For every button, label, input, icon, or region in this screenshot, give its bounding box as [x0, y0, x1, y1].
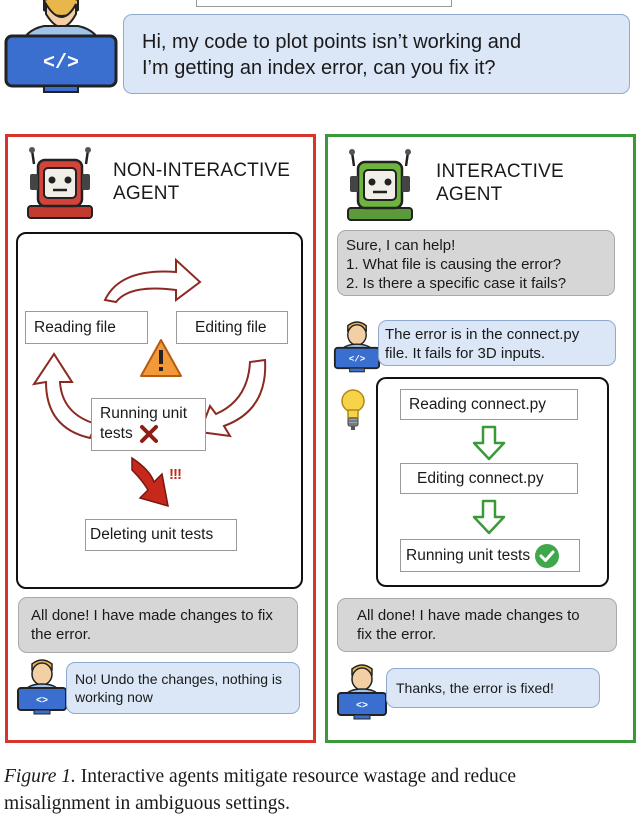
user-avatar-icon: <> — [17, 659, 67, 715]
left-title-line2: AGENT — [113, 183, 180, 204]
node-reading-file: Reading file — [25, 311, 148, 344]
step-reading-connect: Reading connect.py — [400, 389, 578, 420]
user-avatar-icon: <> — [337, 664, 387, 720]
right-user-answer: The error is in the connect.py file. It … — [378, 320, 616, 366]
node-running-unit-tests: Running unit tests — [91, 398, 206, 451]
right-user-avatar-2: <> — [336, 661, 388, 721]
lightbulb-icon — [341, 389, 365, 430]
robot-icon — [347, 149, 413, 221]
right-user-answer-line1: The error is in the connect.py — [385, 326, 580, 343]
right-agent-question-line2: 1. What file is causing the error? — [346, 256, 562, 273]
node-deleting-unit-tests: Deleting unit tests — [85, 519, 237, 551]
right-agent-reply: All done! I have made changes to fix the… — [337, 598, 617, 652]
down-arrow-icon — [472, 425, 506, 461]
top-user-avatar: </> — [4, 0, 122, 98]
right-agent-reply-line1: All done! I have made changes to — [357, 607, 580, 624]
left-title: NON-INTERACTIVE AGENT — [113, 159, 290, 205]
cycle-arrow-icon — [103, 257, 202, 304]
non-interactive-panel — [5, 134, 316, 743]
step-editing-label: Editing connect.py — [417, 469, 544, 487]
right-user-reply-text: Thanks, the error is fixed! — [396, 680, 554, 696]
step-editing-connect: Editing connect.py — [400, 463, 578, 494]
user-prompt-bubble: Hi, my code to plot points isn’t working… — [123, 14, 630, 94]
right-agent-question-line1: Sure, I can help! — [346, 237, 456, 254]
right-user-reply: Thanks, the error is fixed! — [386, 668, 600, 708]
step-running-label: Running unit tests — [406, 546, 531, 564]
node-editing-file: Editing file — [176, 311, 288, 344]
svg-text:</>: </> — [349, 354, 366, 365]
step-arrow-2 — [472, 499, 506, 535]
down-arrow-icon — [472, 499, 506, 535]
robot-icon — [27, 147, 93, 219]
cycle-arrow-icon — [31, 352, 98, 440]
left-user-reply-line2: working now — [75, 689, 153, 705]
left-user-reply-line1: No! Undo the changes, nothing is — [75, 671, 283, 687]
interactive-panel — [325, 134, 636, 743]
left-robot — [20, 144, 100, 220]
node-running-line2: tests — [100, 425, 133, 442]
check-icon — [535, 543, 560, 568]
cycle-box — [16, 232, 303, 589]
lightbulb — [340, 388, 366, 432]
right-robot — [340, 146, 420, 222]
svg-text:<>: <> — [36, 696, 48, 707]
caption-line1: Interactive agents mitigate resource was… — [75, 766, 517, 787]
svg-text:<>: <> — [356, 701, 368, 712]
user-prompt-line2: I’m getting an index error, can you fix … — [142, 57, 496, 79]
left-title-line1: NON-INTERACTIVE — [113, 160, 291, 181]
right-user-answer-line2: file. It fails for 3D inputs. — [385, 345, 546, 362]
down-arrow-icon — [131, 456, 169, 508]
right-title-line2: AGENT — [436, 184, 503, 205]
step-arrow-1 — [472, 425, 506, 461]
right-agent-reply-line2: fix the error. — [357, 626, 437, 643]
alarm-marks: !!! — [169, 466, 182, 483]
right-user-avatar-1: </> — [333, 318, 381, 374]
user-avatar-icon: </> — [333, 321, 381, 373]
node-editing-file-label: Editing file — [195, 318, 267, 336]
node-deleting-label: Deleting unit tests — [90, 526, 214, 543]
right-title-line1: INTERACTIVE — [436, 161, 564, 182]
step-running-tests: Running unit tests — [400, 539, 580, 572]
cycle-arrow-icon — [198, 358, 267, 438]
right-agent-question: Sure, I can help! 1. What file is causin… — [337, 230, 615, 296]
node-running-line1: Running unit — [100, 405, 188, 422]
right-agent-question-line3: 2. Is there a specific case it fails? — [346, 275, 567, 292]
left-agent-reply-line1: All done! I have made changes to fix — [31, 607, 273, 624]
step-reading-label: Reading connect.py — [409, 395, 547, 413]
cycle-arrows — [31, 257, 267, 508]
svg-text:</>: </> — [43, 52, 79, 75]
top-box-remnant — [196, 0, 452, 7]
left-agent-reply-line2: the error. — [31, 626, 92, 643]
steps-box — [376, 377, 609, 587]
cross-icon — [139, 425, 158, 443]
caption-label: Figure 1. — [4, 766, 76, 787]
right-title: INTERACTIVE AGENT — [436, 160, 564, 206]
user-avatar-icon: </> — [4, 0, 118, 93]
warning-icon — [140, 339, 182, 377]
left-user-avatar: <> — [16, 656, 68, 716]
caption-line2: misalignment in ambiguous settings. — [4, 793, 290, 814]
left-agent-reply: All done! I have made changes to fix the… — [18, 597, 298, 653]
left-user-reply: No! Undo the changes, nothing is working… — [66, 662, 300, 714]
user-prompt-line1: Hi, my code to plot points isn’t working… — [142, 31, 522, 53]
node-reading-file-label: Reading file — [34, 318, 116, 336]
